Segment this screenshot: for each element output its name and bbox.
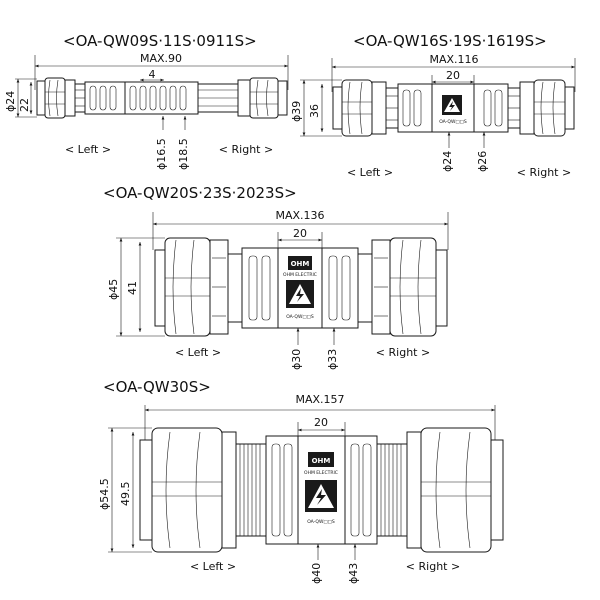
connector-body-oa-qw20s: OHM OHM ELECTRIC OA-QW□□S: [154, 237, 448, 337]
model-label: OA-QW□□S: [439, 119, 467, 125]
maker-label: OHM ELECTRIC: [304, 470, 338, 476]
right-side-label: < Right >: [376, 346, 430, 359]
outer-diameter-label: ϕ24: [4, 91, 17, 112]
connector-body-oa-qw09s: [36, 77, 288, 119]
title-oa-qw20s: <OA-QW20S·23S·2023S>: [103, 184, 297, 202]
model-label: OA-QW□□S: [286, 314, 314, 320]
brand-label: OHM: [312, 457, 331, 465]
high-voltage-warning-icon: [286, 280, 314, 308]
inner-height-label: 22: [18, 98, 31, 112]
outer-diameter-label: ϕ39: [290, 101, 303, 122]
cable-diameter-max-label: ϕ43: [347, 563, 360, 584]
title-oa-qw09s: <OA-QW09S·11S·0911S>: [63, 32, 257, 50]
cable-diameter-max-label: ϕ18.5: [177, 138, 190, 170]
left-side-label: < Left >: [190, 560, 236, 573]
max-length-label: MAX.136: [275, 209, 324, 222]
cable-diameter-min-label: ϕ40: [310, 563, 323, 584]
high-voltage-warning-icon: [442, 95, 462, 115]
cable-diameter-min-label: ϕ16.5: [155, 138, 168, 170]
pitch-label: 4: [149, 68, 156, 81]
left-side-label: < Left >: [175, 346, 221, 359]
inner-height-label: 41: [126, 281, 139, 295]
right-side-label: < Right >: [517, 166, 571, 179]
connector-body-oa-qw30s: OHM OHM ELECTRIC OA-QW□□S: [139, 427, 504, 553]
outer-diameter-label: ϕ45: [107, 279, 120, 300]
ohm-logo-icon: OHM: [288, 256, 312, 270]
max-length-label: MAX.90: [140, 52, 182, 65]
left-side-label: < Left >: [347, 166, 393, 179]
inner-height-label: 49.5: [119, 482, 132, 507]
label-width-label: 20: [293, 227, 307, 240]
maker-label: OHM ELECTRIC: [283, 272, 317, 278]
drawing-oa-qw20s: <OA-QW20S·23S·2023S> MAX.136 20 OHM OHM …: [103, 184, 449, 370]
right-side-label: < Right >: [406, 560, 460, 573]
label-width-label: 20: [314, 416, 328, 429]
brand-label: OHM: [291, 260, 310, 268]
max-length-label: MAX.157: [295, 393, 344, 406]
inner-height-label: 36: [308, 104, 321, 118]
drawing-oa-qw09s: <OA-QW09S·11S·0911S> MAX.90 4: [4, 32, 289, 170]
label-width-label: 20: [446, 69, 460, 82]
connector-body-oa-qw16s: OA-QW□□S: [332, 79, 575, 137]
title-oa-qw30s: <OA-QW30S>: [103, 378, 211, 396]
right-side-label: < Right >: [219, 143, 273, 156]
left-side-label: < Left >: [65, 143, 111, 156]
cable-diameter-min-label: ϕ30: [290, 349, 303, 370]
max-length-label: MAX.116: [429, 53, 478, 66]
high-voltage-warning-icon: [305, 480, 337, 512]
cable-diameter-max-label: ϕ26: [476, 151, 489, 172]
model-label: OA-QW□□S: [307, 519, 335, 525]
drawing-oa-qw30s: <OA-QW30S> MAX.157 20 OHM OHM ELECTRIC: [98, 378, 504, 584]
ohm-logo-icon: OHM: [308, 452, 334, 467]
cable-diameter-min-label: ϕ24: [441, 151, 454, 172]
cable-diameter-max-label: ϕ33: [326, 349, 339, 370]
title-oa-qw16s: <OA-QW16S·19S·1619S>: [353, 32, 547, 50]
drawing-oa-qw16s: <OA-QW16S·19S·1619S> MAX.116 20 OA-QW□: [290, 32, 576, 179]
outer-diameter-label: ϕ54.5: [98, 478, 111, 510]
